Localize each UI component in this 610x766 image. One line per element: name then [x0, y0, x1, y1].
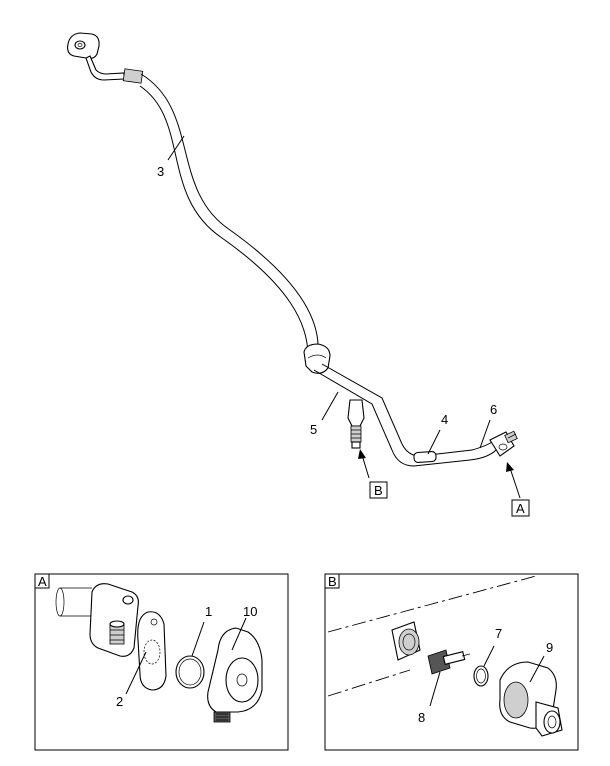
callout-7: 7: [495, 626, 502, 641]
callout-1: 1: [205, 604, 212, 619]
inset-a-label: A: [38, 574, 47, 589]
tube-4: [391, 443, 473, 467]
callout-5: 5: [310, 422, 317, 437]
callout-8: 8: [418, 710, 425, 725]
inset-a-frame: [34, 573, 289, 751]
main-leaders: [167, 135, 521, 499]
tube-5: [313, 363, 403, 451]
detail-ref-b-label: B: [374, 483, 383, 498]
detail-ref-a-label: A: [516, 501, 525, 516]
callout-2: 2: [116, 694, 123, 709]
callout-3: 3: [157, 164, 164, 179]
tee-fitting: [347, 399, 365, 449]
detail-ref-a: A: [511, 499, 530, 517]
inset-b-frame: [324, 573, 579, 751]
callout-4: 4: [441, 412, 448, 427]
hose-elbow: [303, 343, 331, 374]
inset-a: A 2 1 10: [34, 573, 289, 751]
callout-10: 10: [243, 604, 257, 619]
tube-6: [469, 441, 497, 461]
inset-b: B 8 7 9: [324, 573, 579, 751]
top-flange-fitting: [67, 32, 144, 84]
inset-b-label: B: [328, 574, 337, 589]
callout-6: 6: [490, 402, 497, 417]
main-callouts: 3 5 4 6: [157, 164, 497, 437]
hose-assembly: [67, 32, 518, 467]
detail-ref-b: B: [369, 481, 388, 499]
callout-9: 9: [546, 640, 553, 655]
hose-3: [139, 73, 319, 357]
end-fitting: [489, 430, 518, 457]
